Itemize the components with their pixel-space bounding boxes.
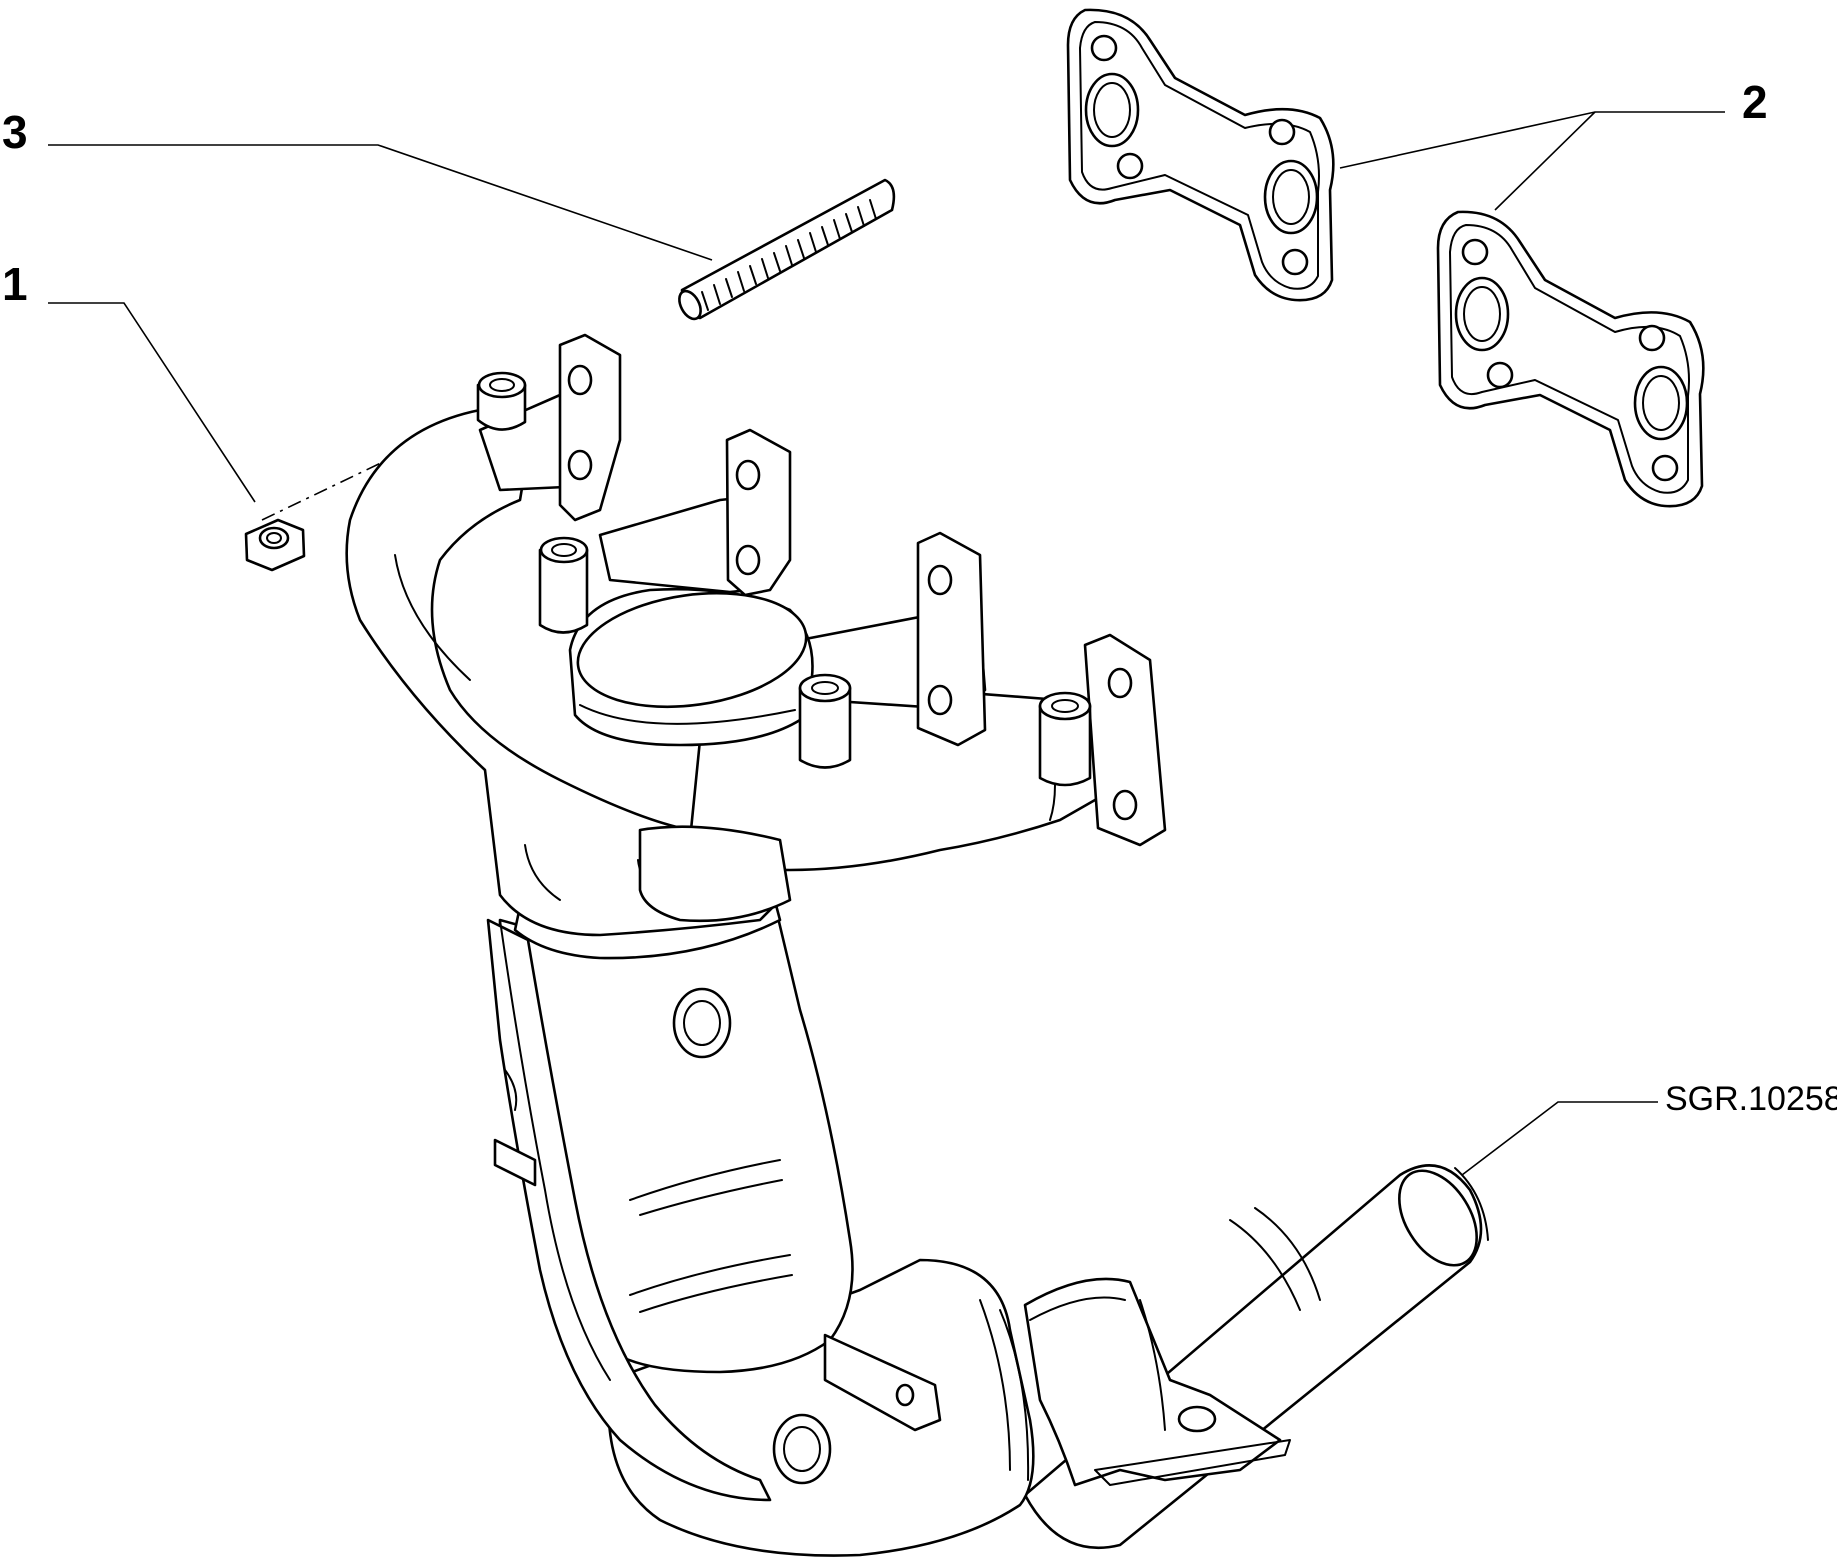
gasket-icon <box>1066 8 1335 302</box>
callout-2: 2 <box>1742 76 1768 128</box>
exhaust-manifold-catalyst-icon <box>345 333 1489 1557</box>
gasket-icon <box>1436 210 1705 508</box>
leader-code <box>1461 1101 1658 1176</box>
leader-3 <box>48 144 713 261</box>
leader-lines <box>48 111 1725 1176</box>
callout-1: 1 <box>2 258 28 310</box>
leader-1 <box>48 302 256 503</box>
leader-2a <box>1339 111 1725 169</box>
nut-icon <box>244 518 306 572</box>
stud-icon <box>678 178 896 321</box>
leader-2b <box>1494 111 1596 211</box>
callout-3: 3 <box>2 106 28 158</box>
drawing-code: SGR.10258 <box>1665 1080 1837 1118</box>
